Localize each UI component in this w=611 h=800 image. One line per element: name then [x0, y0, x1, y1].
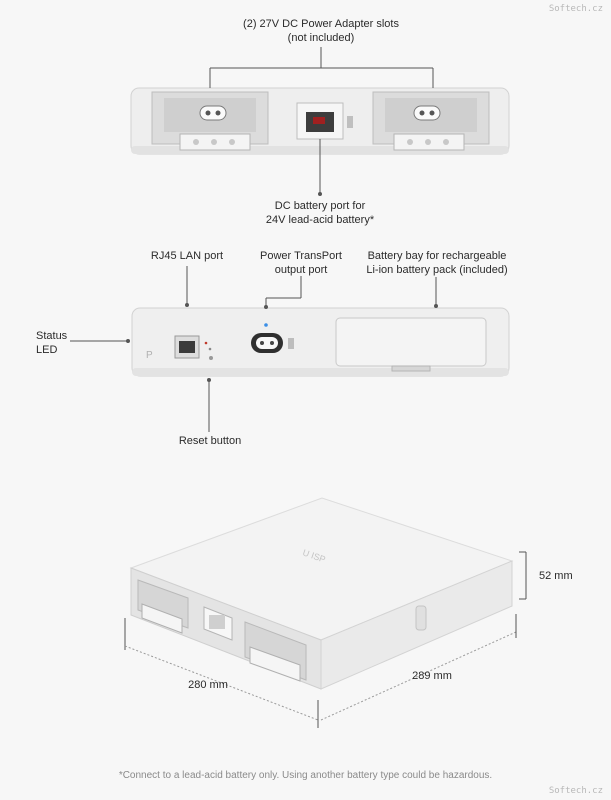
label-battery-bay: Battery bay for rechargeable Li-ion batt…: [356, 249, 518, 277]
adapter-slot-left: [151, 91, 269, 151]
dimension-width: [320, 614, 517, 721]
battery-bay: [335, 317, 487, 372]
footnote: *Connect to a lead-acid battery only. Us…: [118, 770, 493, 781]
label-transport-line1: Power TransPort: [260, 250, 342, 262]
callout-adapter-slots: [209, 47, 434, 88]
rj45-port: [174, 335, 213, 360]
label-dc-battery-line2: 24V lead-acid battery*: [265, 214, 375, 226]
label-battery-bay-line2: Li-ion battery pack (included): [366, 264, 508, 276]
label-adapter-slots-line2: (not included): [287, 32, 355, 44]
dc-battery-port: [296, 102, 353, 140]
label-status-led: Status LED: [36, 329, 76, 357]
callout-reset: [207, 378, 211, 432]
dimension-height: [519, 551, 527, 600]
dimension-depth-label: 280 mm: [188, 679, 228, 691]
device-logo-mark: P: [146, 350, 153, 361]
watermark-top: Softech.cz: [548, 4, 603, 14]
callout-status-led: [70, 339, 130, 343]
dimension-width-label: 289 mm: [412, 670, 452, 682]
label-battery-bay-line1: Battery bay for rechargeable: [367, 250, 507, 262]
label-transport: Power TransPort output port: [246, 249, 356, 277]
label-dc-battery-line1: DC battery port for: [274, 200, 366, 212]
power-transport-port: [251, 323, 294, 353]
callout-battery-bay: [434, 277, 438, 308]
label-status-led-line1: Status: [36, 330, 68, 342]
adapter-slot-right: [372, 91, 490, 151]
label-dc-battery: DC battery port for 24V lead-acid batter…: [230, 199, 410, 227]
reset-pinhole: [209, 356, 213, 360]
label-adapter-slots: (2) 27V DC Power Adapter slots (not incl…: [210, 17, 432, 45]
callout-rj45: [185, 266, 189, 307]
callout-dc-battery: [318, 139, 322, 196]
label-adapter-slots-line1: (2) 27V DC Power Adapter slots: [243, 18, 399, 30]
front-panel-view: P: [131, 307, 510, 377]
label-reset: Reset button: [178, 435, 242, 447]
dimension-depth: [124, 618, 319, 728]
rear-panel-view: [130, 87, 510, 155]
watermark-bottom: Softech.cz: [548, 786, 603, 796]
dimension-height-label: 52 mm: [539, 570, 573, 582]
label-transport-line2: output port: [274, 264, 328, 276]
status-led-dot: [264, 323, 268, 327]
label-rj45: RJ45 LAN port: [150, 250, 224, 262]
label-status-led-line2: LED: [36, 344, 58, 356]
callout-transport: [264, 276, 302, 309]
isometric-view: U ISP: [129, 497, 514, 690]
